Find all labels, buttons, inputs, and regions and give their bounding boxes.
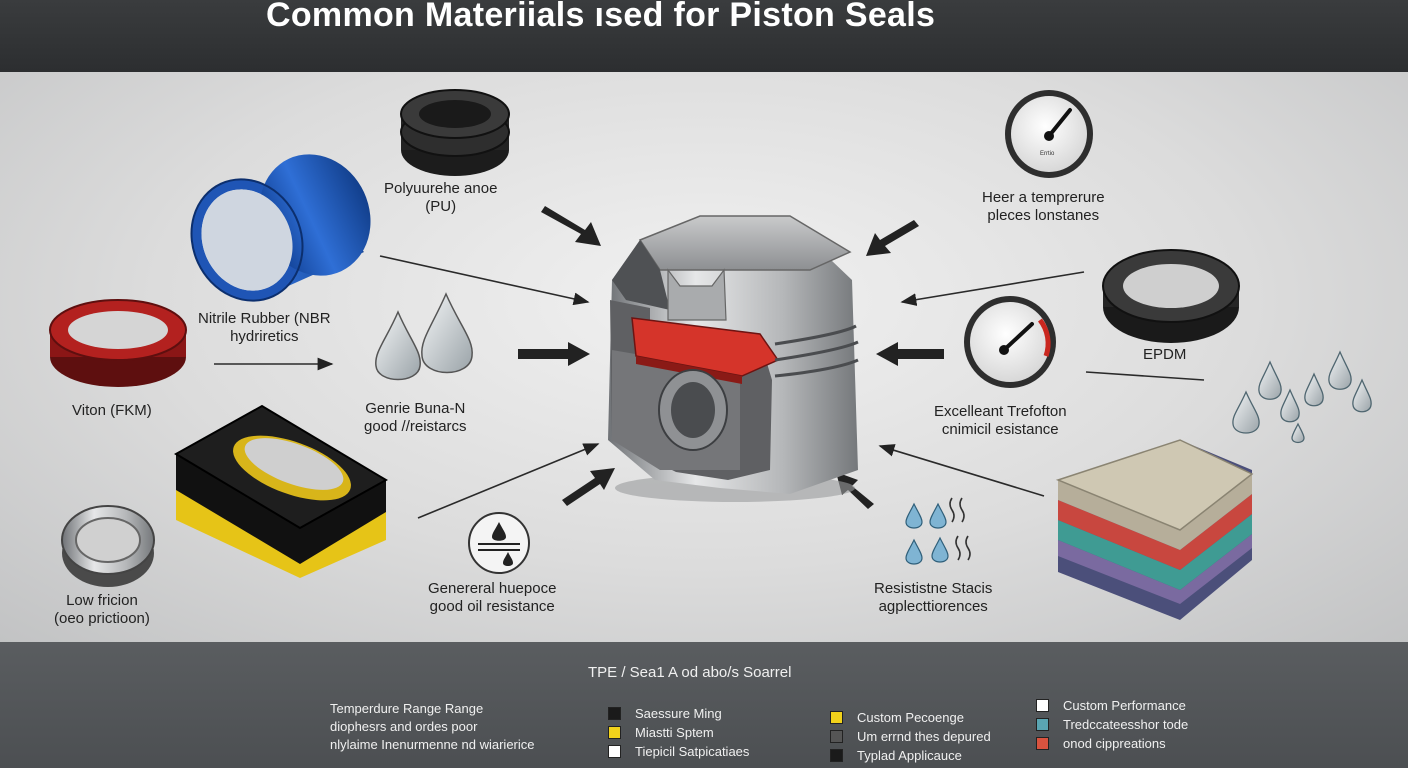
footer-description: Temperdure Range Range diophesrs and ord… — [330, 701, 535, 752]
legend-item: Typlad Applicauce — [830, 746, 991, 765]
label-high-temperature: Heer a temprerure pleces lonstanes — [982, 189, 1105, 224]
legend-item: onod cippreations — [1036, 734, 1188, 753]
legend-swatch — [830, 749, 843, 762]
legend-item: Miastti Sptem — [608, 723, 749, 742]
layered-block-seal — [1055, 439, 1254, 620]
label-nitrile-rubber: Nitrile Rubber (NBR hydriretics — [198, 310, 331, 345]
page-title: Common Materiials ısed for Piston Seals — [266, 0, 936, 34]
footer-legend-panel: TPE / Sea1 A od abo/s Soarrel Temperdure… — [0, 642, 1408, 768]
label-viton: Viton (FKM) — [72, 402, 152, 419]
label-buna-n: Genrie Buna-N good //reistarcs — [364, 400, 467, 435]
label-general-purpose: Genereral huepoce good oil resistance — [428, 580, 557, 615]
legend-swatch — [830, 711, 843, 724]
legend-swatch — [608, 745, 621, 758]
legend-column-3: Custom Performance Tredccateesshor tode … — [1036, 696, 1188, 753]
blue-sleeve-seal — [190, 154, 371, 302]
oil-drop-icon — [468, 512, 530, 574]
legend-item: Tredccateesshor tode — [1036, 715, 1188, 734]
gauge-caption: Errtio — [1040, 151, 1055, 157]
legend-swatch — [1036, 718, 1049, 731]
legend-item: Saessure Ming — [608, 704, 749, 723]
legend-column-2: Custom Pecoenge Um errnd thes depured Ty… — [830, 708, 991, 765]
legend-swatch — [1036, 737, 1049, 750]
legend-item: Tiepicil Satpicatiaes — [608, 742, 749, 761]
legend-column-1: Saessure Ming Miastti Sptem Tiepicil Sat… — [608, 704, 749, 761]
legend-swatch — [1036, 699, 1049, 712]
red-ring-seal — [49, 299, 187, 387]
legend-item: Custom Pecoenge — [830, 708, 991, 727]
label-polyurethane: Polyuurehe anoe (PU) — [384, 180, 498, 215]
label-low-friction: Low fricion (oeo prictioon) — [54, 592, 150, 627]
label-resistance: Resististne Stacis agplecttiorences — [874, 580, 993, 615]
gauge-icon-middle — [964, 296, 1056, 388]
central-piston — [608, 215, 859, 502]
legend-swatch — [608, 726, 621, 739]
black-stack-seal — [400, 89, 510, 176]
header-bar: Common Materiials ısed for Piston Seals — [0, 0, 1408, 72]
label-epdm: EPDM — [1143, 346, 1187, 363]
legend-item: Custom Performance — [1036, 696, 1188, 715]
legend-swatch — [608, 707, 621, 720]
legend-item: Um errnd thes depured — [830, 727, 991, 746]
legend-swatch — [830, 730, 843, 743]
droplets-right — [1232, 350, 1372, 444]
steel-ring-seal — [61, 505, 155, 587]
footer-heading: TPE / Sea1 A od abo/s Soarrel — [588, 664, 792, 681]
bold-arrows — [518, 206, 944, 509]
label-excellent-chemical: Excelleant Trefofton cnimicil esistance — [934, 403, 1067, 438]
steam-droplets-icon — [905, 497, 971, 565]
gauge-icon-top — [1005, 90, 1093, 178]
yellow-pad-seal — [174, 404, 388, 578]
connector-lines — [214, 255, 1205, 519]
droplets-left — [375, 292, 473, 381]
epdm-ring-seal — [1102, 249, 1240, 343]
